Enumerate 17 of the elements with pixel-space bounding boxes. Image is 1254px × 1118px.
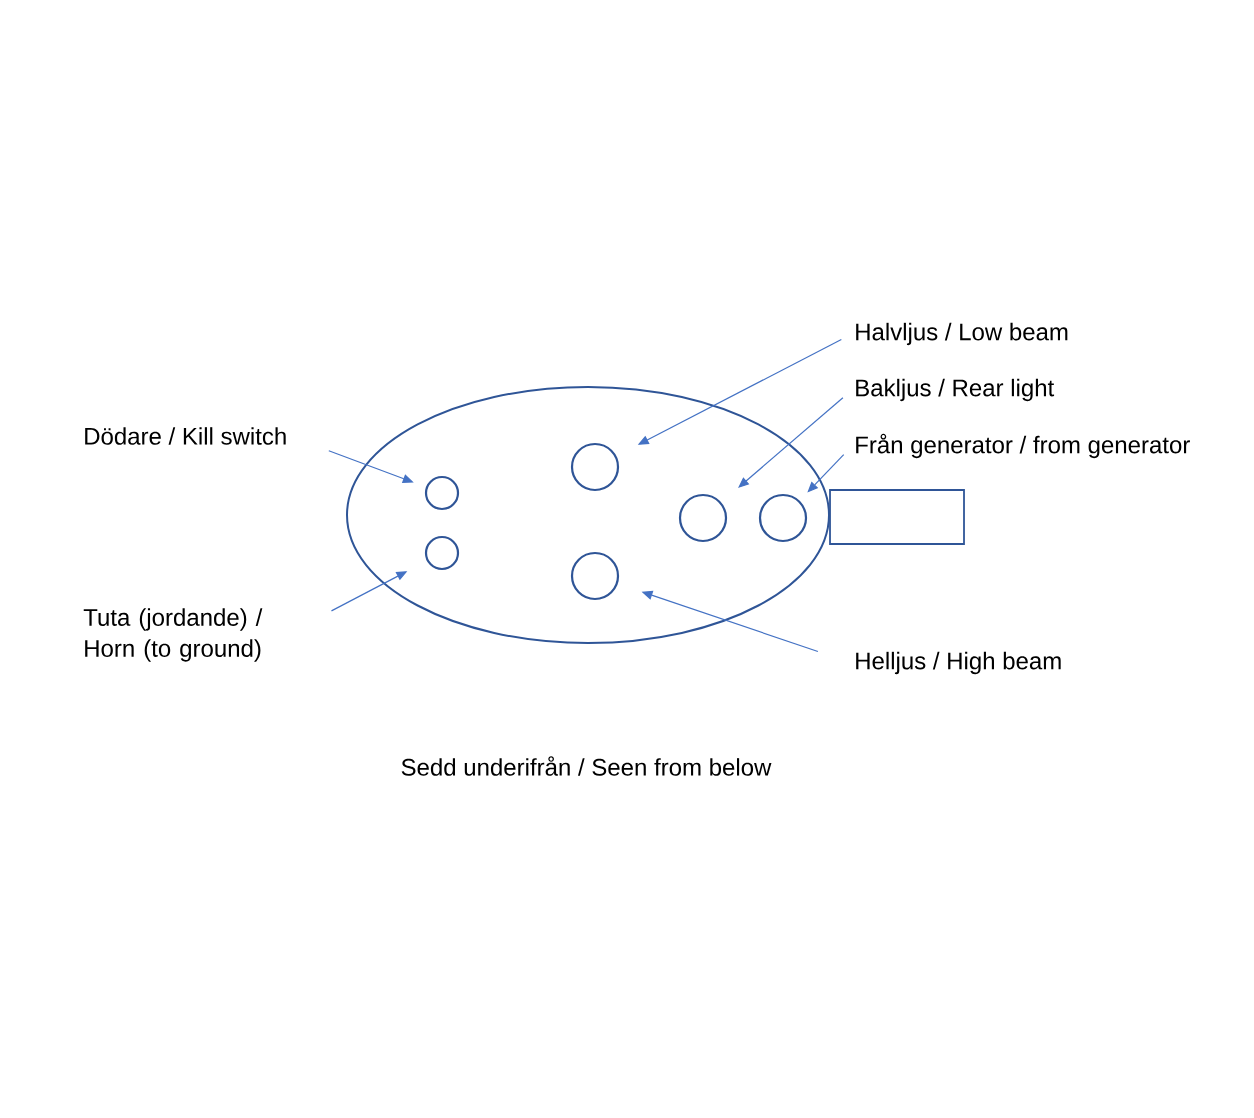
terminal-circle bbox=[758, 493, 808, 543]
terminal-circle bbox=[570, 551, 620, 601]
callout-label: Tuta (jordande) / Horn (to ground) bbox=[83, 608, 263, 662]
terminal-circle bbox=[424, 475, 460, 511]
callout-label: Helljus / High beam bbox=[856, 651, 1061, 675]
terminal-circle bbox=[678, 493, 728, 543]
callout-label: Dödare / Kill switch bbox=[85, 427, 286, 445]
plug-tab bbox=[829, 489, 965, 545]
terminal-circle bbox=[424, 535, 460, 571]
leader-arrow bbox=[807, 454, 845, 493]
callout-label: Från generator / from generator bbox=[856, 433, 1190, 459]
callout-label: Bakljus / Rear light bbox=[856, 378, 1055, 402]
caption: Sedd underifrån / Seen from below bbox=[401, 756, 772, 776]
terminal-circle bbox=[570, 442, 620, 492]
leader-arrow bbox=[738, 397, 844, 488]
callout-label: Halvljus / Low beam bbox=[856, 322, 1068, 346]
housing-ellipse bbox=[346, 386, 830, 644]
